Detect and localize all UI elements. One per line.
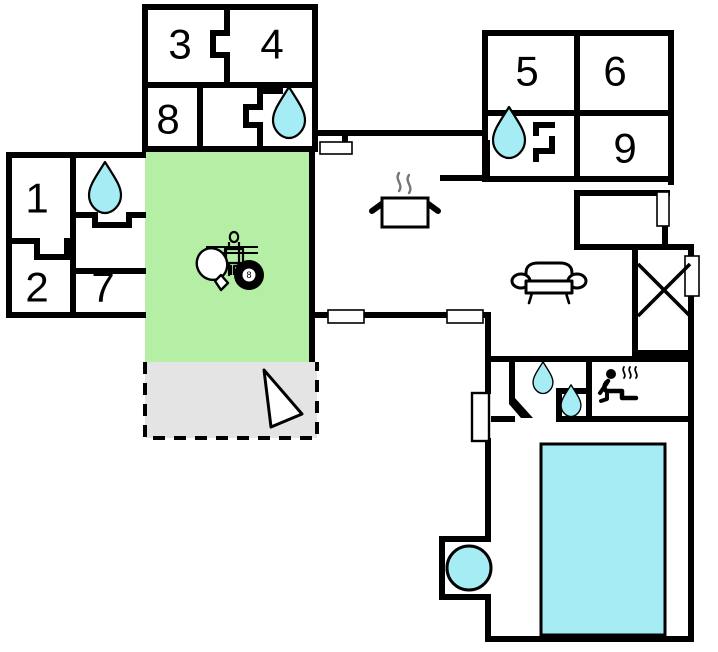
svg-text:8: 8 <box>246 270 251 280</box>
room-number-2: 2 <box>25 264 48 311</box>
room-number-6: 6 <box>603 48 626 95</box>
room-number-1: 1 <box>25 175 48 222</box>
walls-left-wing <box>6 152 146 318</box>
room-number-labels: 1 2 3 4 5 6 7 8 9 <box>25 21 636 311</box>
door[interactable] <box>656 191 670 227</box>
games-room-area <box>145 150 315 362</box>
games-room-icon: 8 <box>195 230 264 292</box>
walls-top-center-wing <box>142 4 318 152</box>
room-number-4: 4 <box>260 21 283 68</box>
walls-right-wing <box>482 30 674 185</box>
walls-central-living <box>309 130 694 642</box>
door[interactable] <box>446 309 484 324</box>
door[interactable] <box>327 309 365 324</box>
room-number-5: 5 <box>515 48 538 95</box>
terrace-cross-icon <box>636 262 692 318</box>
door[interactable] <box>319 141 353 155</box>
door[interactable] <box>684 255 700 297</box>
door[interactable] <box>470 391 491 443</box>
swimming-pool <box>539 442 667 637</box>
room-number-8: 8 <box>156 96 179 143</box>
table-tennis-paddle-icon <box>195 247 230 292</box>
walls-pool-wing <box>439 536 694 642</box>
sauna-icon <box>598 366 639 403</box>
whirlpool-circle <box>445 544 493 592</box>
north-arrow-icon <box>262 368 304 429</box>
cooking-pot-icon <box>369 171 441 229</box>
eight-ball-icon: 8 <box>234 260 264 290</box>
room-number-7: 7 <box>91 264 114 311</box>
room-number-3: 3 <box>168 21 191 68</box>
room-number-9: 9 <box>613 125 636 172</box>
sofa-icon <box>510 261 588 305</box>
